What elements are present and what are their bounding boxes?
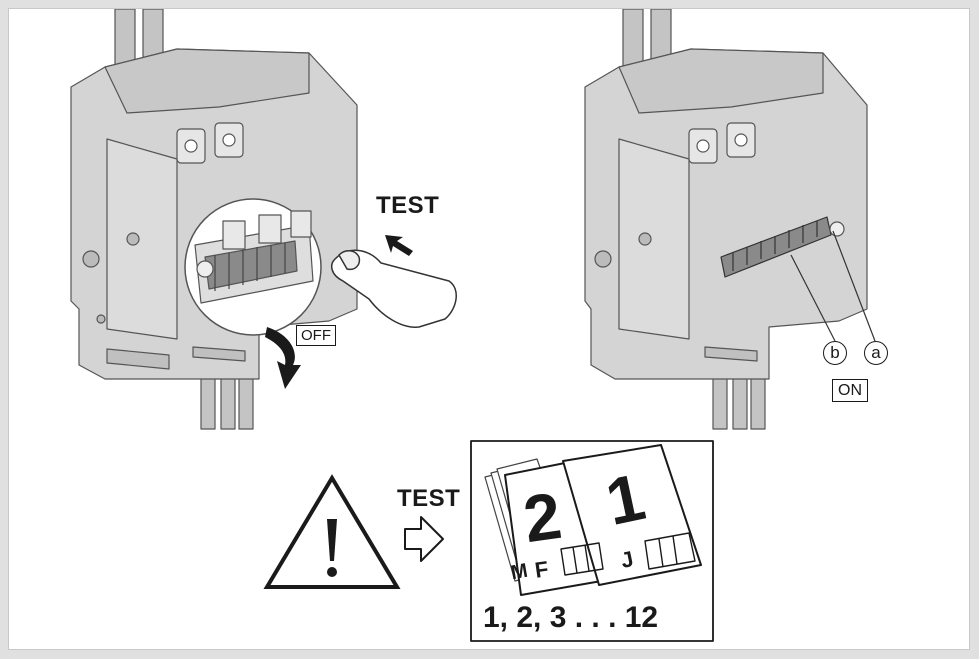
test-label-bottom: TEST [397,485,461,512]
callout-b: b [823,341,847,365]
diagram-frame: TEST OFF a b ON TEST 2 1 M F J 1, 2, 3 .… [8,8,970,650]
callout-a: a [864,341,888,365]
outline-right-arrow-icon [404,516,444,562]
warning-triangle-icon [263,474,401,589]
right-breaker [584,9,876,430]
diagram-art [70,9,876,642]
on-label: ON [832,379,868,402]
off-label: OFF [296,325,336,346]
zoom-detail [184,198,322,336]
push-arrow-icon [385,235,413,256]
test-label: TEST [376,192,440,219]
finger-icon [330,249,457,328]
calendar-card [470,440,714,642]
off-arrow-icon [265,327,301,389]
month-sequence-label: 1, 2, 3 . . . 12 [483,601,659,634]
